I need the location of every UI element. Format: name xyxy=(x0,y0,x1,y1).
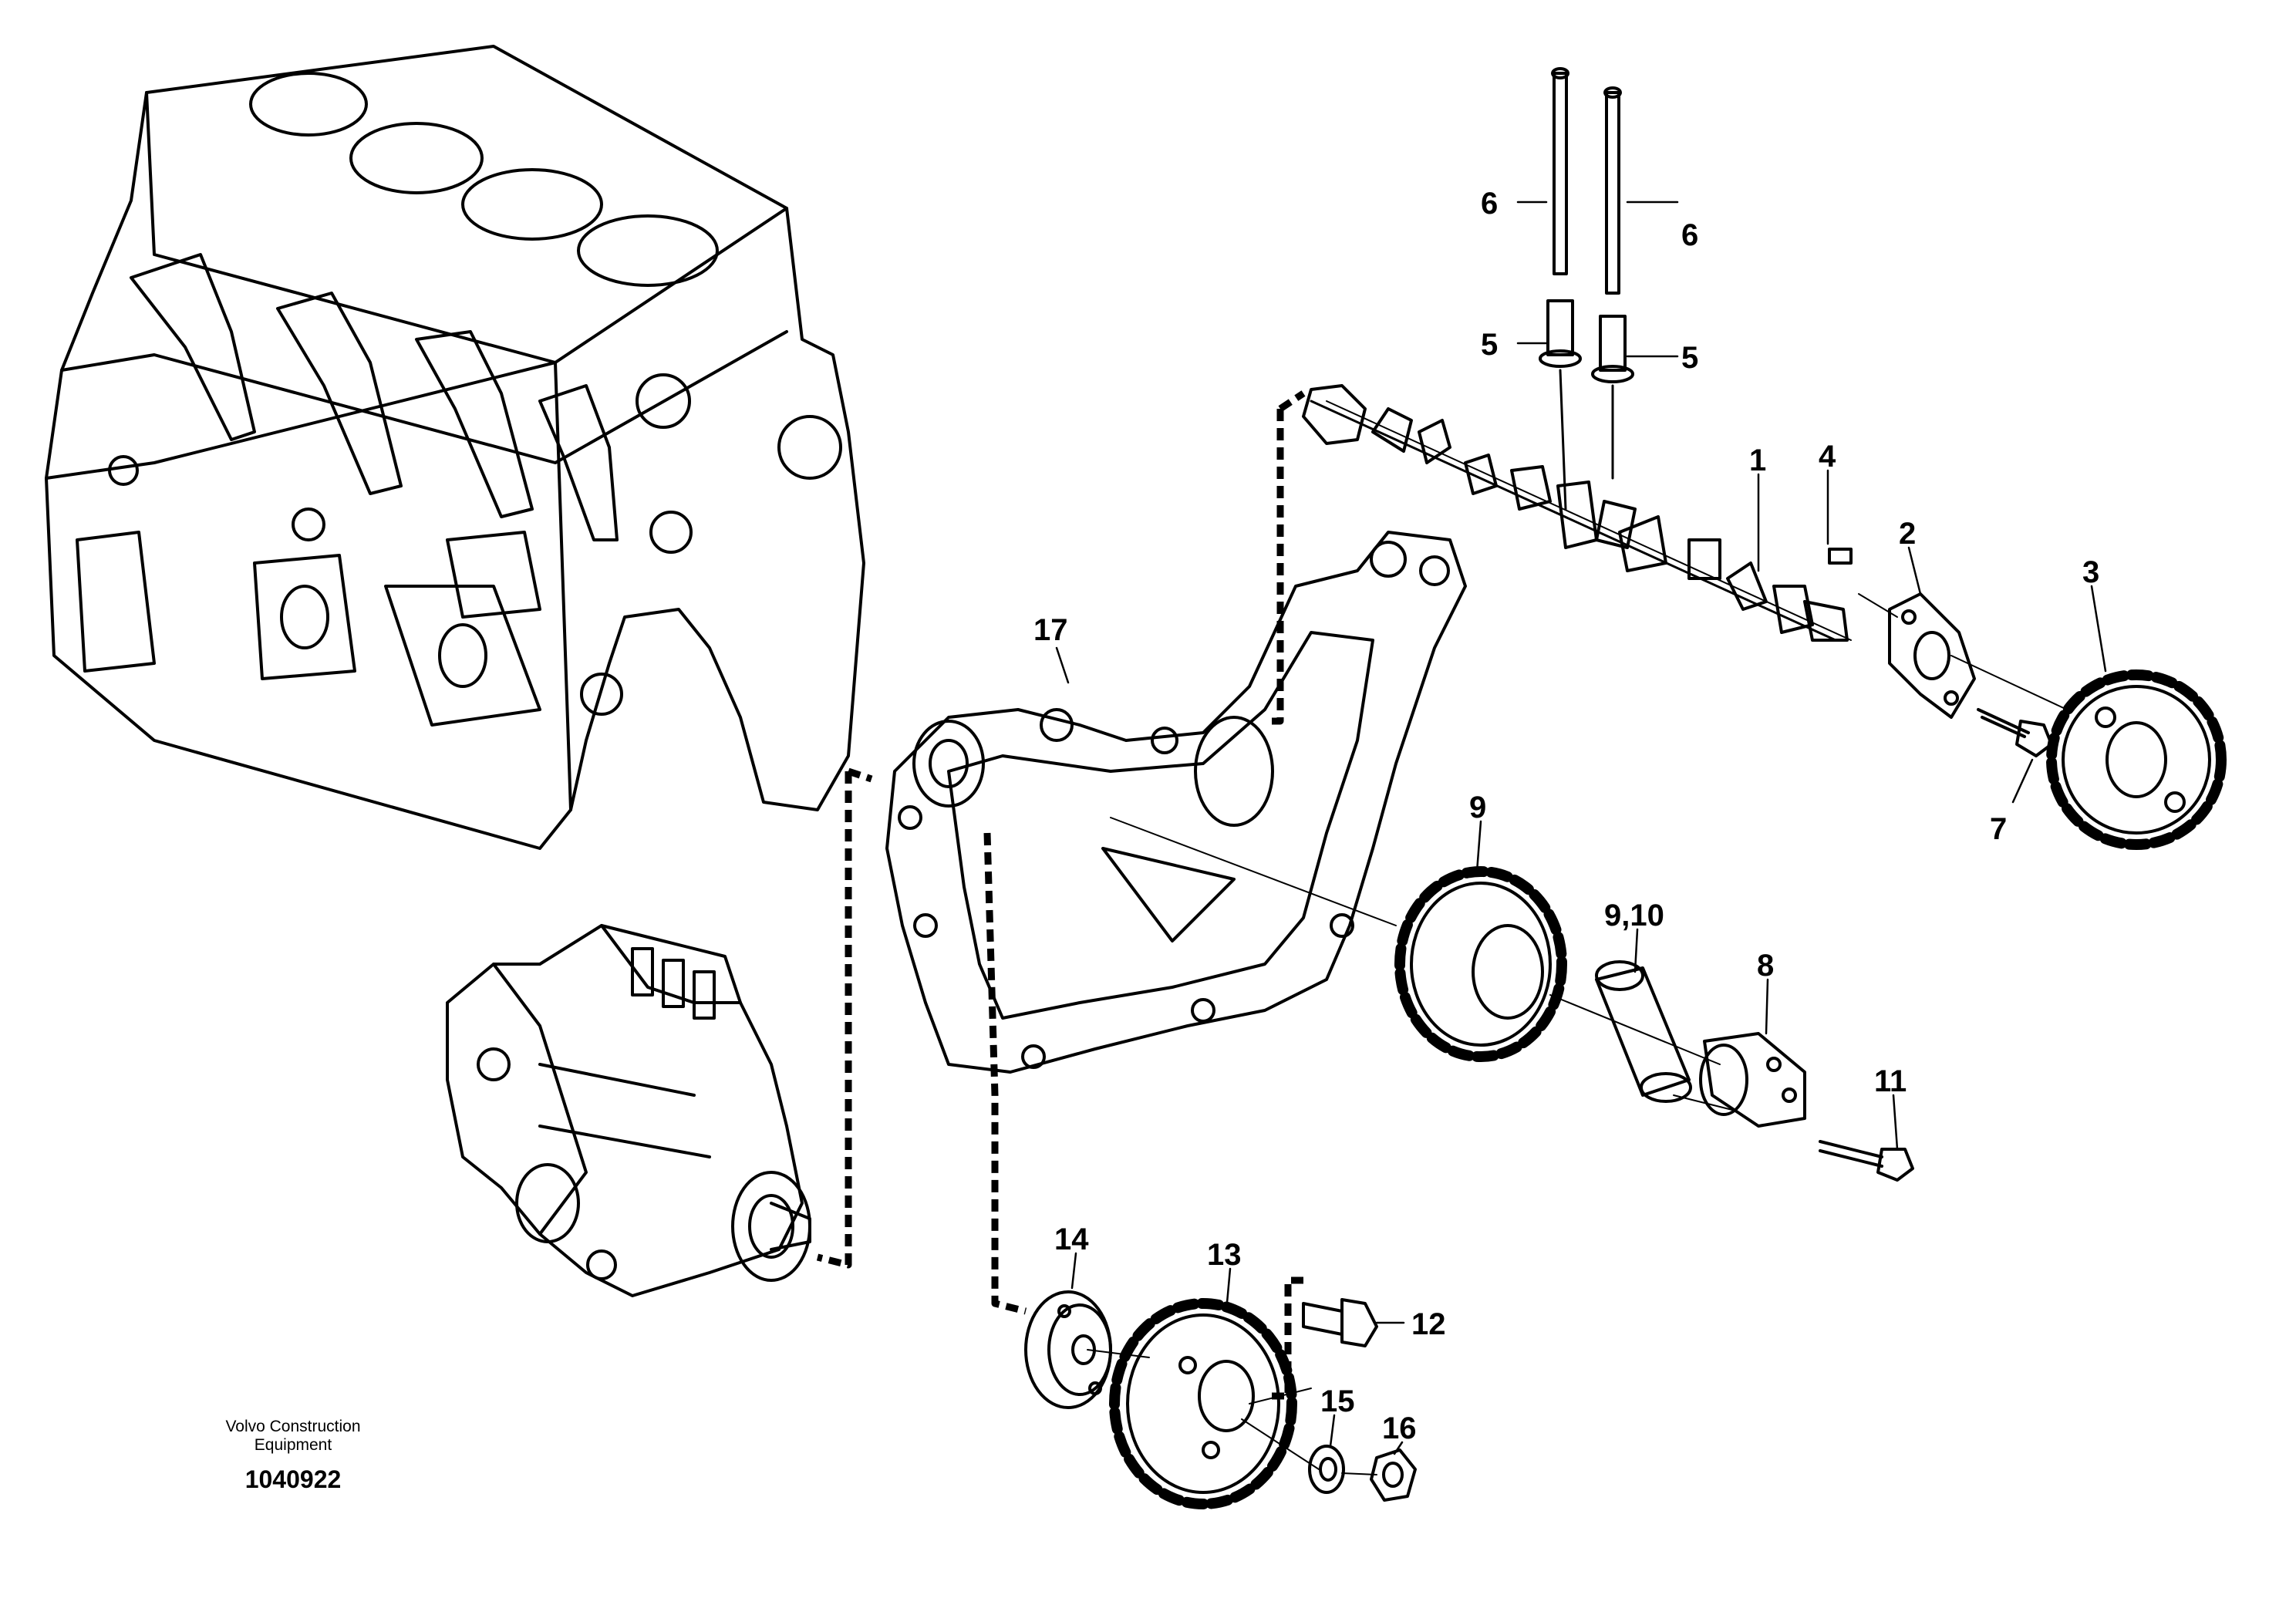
callout-9-10: 9,10 xyxy=(1604,899,1664,932)
idler-shaft xyxy=(1699,1032,1806,1128)
lock-washer xyxy=(1308,1445,1345,1494)
fuel-injection-pump xyxy=(446,924,811,1297)
idler-gear xyxy=(1394,866,1567,1062)
publisher-credit: Volvo Construction Equipment 1040922 xyxy=(193,1418,393,1494)
idler-bolt xyxy=(1819,1140,1914,1182)
camshaft xyxy=(1302,384,1852,642)
callout-4: 4 xyxy=(1819,440,1836,474)
leader-lines xyxy=(1055,201,2107,1455)
callout-5-left: 5 xyxy=(1481,328,1498,362)
callout-6-left: 6 xyxy=(1481,187,1498,221)
callout-16: 16 xyxy=(1382,1411,1417,1445)
callout-6-right: 6 xyxy=(1681,218,1698,252)
callout-labels: 1 4 2 3 6 6 5 5 7 17 9 9,10 8 11 14 13 1… xyxy=(1033,187,2099,1445)
callout-9: 9 xyxy=(1469,791,1486,824)
pump-drive-flange xyxy=(1024,1290,1112,1409)
callout-17: 17 xyxy=(1033,613,1068,647)
callout-15: 15 xyxy=(1320,1384,1355,1418)
callout-3: 3 xyxy=(2082,555,2099,589)
callout-11: 11 xyxy=(1874,1064,1907,1098)
callout-13: 13 xyxy=(1207,1238,1242,1272)
camshaft-gear xyxy=(2046,669,2227,850)
drain-plug xyxy=(1302,1298,1378,1347)
push-rods xyxy=(1551,67,1622,295)
callout-8: 8 xyxy=(1757,949,1774,983)
drawing-number: 1040922 xyxy=(244,1465,342,1493)
tappets xyxy=(1539,299,1634,383)
callout-1: 1 xyxy=(1749,443,1766,477)
assembly-axes xyxy=(1087,593,2068,1475)
timing-gear-cover xyxy=(885,531,1467,1074)
engine-block xyxy=(45,45,865,850)
callout-5-right: 5 xyxy=(1681,341,1698,375)
callout-12: 12 xyxy=(1411,1307,1446,1341)
callout-7: 7 xyxy=(1990,812,2007,846)
callout-14: 14 xyxy=(1054,1222,1089,1256)
alignment-dashes xyxy=(816,390,1306,1400)
callout-2: 2 xyxy=(1899,517,1916,551)
idler-bushing xyxy=(1595,960,1692,1103)
camshaft-key xyxy=(1828,548,1853,565)
publisher-name: Volvo Construction xyxy=(225,1418,361,1435)
publisher-subname: Equipment xyxy=(254,1436,332,1454)
camshaft-gear-bolt xyxy=(1977,708,2053,757)
gear-nut xyxy=(1370,1448,1417,1502)
pump-drive-gear xyxy=(1109,1298,1297,1509)
thrust-plate xyxy=(1888,592,1976,719)
